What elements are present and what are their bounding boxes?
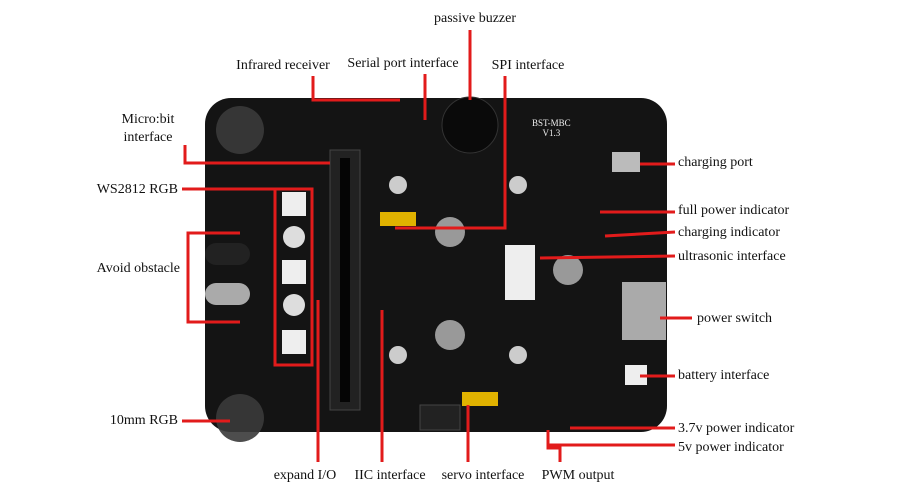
yellow-headers <box>380 212 416 226</box>
power-switch <box>622 282 666 340</box>
leader-charging-ind <box>604 230 676 238</box>
pcb-board <box>205 98 667 432</box>
leader-ws2812 <box>182 187 314 367</box>
rgb-led-10mm-top <box>216 106 264 154</box>
label-battery: battery interface <box>678 368 770 383</box>
label-serial-port: Serial port interface <box>347 56 459 71</box>
ultrasonic-header <box>505 245 535 300</box>
label-avoid-obstacle: Avoid obstacle <box>96 261 180 276</box>
ir-sensor-2 <box>205 283 250 305</box>
leader-infrared <box>311 76 400 102</box>
ir-sensor-1 <box>205 243 250 265</box>
label-microbit-2: interface <box>123 130 173 145</box>
label-servo: servo interface <box>441 468 525 483</box>
label-ws2812: WS2812 RGB <box>96 182 178 197</box>
board-model: BST-MBC <box>532 118 571 128</box>
label-charging-port: charging port <box>678 155 753 170</box>
label-infrared-receiver: Infrared receiver <box>236 58 330 73</box>
label-expand-io: expand I/O <box>273 468 337 483</box>
passive-buzzer <box>441 96 499 154</box>
label-37v: 3.7v power indicator <box>678 421 795 436</box>
leader-ultrasonic <box>539 254 676 260</box>
leader-avoid <box>186 231 240 324</box>
label-passive-buzzer: passive buzzer <box>433 11 517 26</box>
label-10mm-rgb: 10mm RGB <box>109 413 178 428</box>
label-pwm: PWM output <box>541 468 615 483</box>
rgb-led-10mm-bottom <box>216 394 264 442</box>
label-spi: SPI interface <box>491 58 565 73</box>
label-power-switch: power switch <box>697 311 773 326</box>
label-5v: 5v power indicator <box>678 440 784 455</box>
label-microbit-1: Micro:bit <box>121 112 175 127</box>
label-full-power: full power indicator <box>678 203 790 218</box>
leader-lines <box>182 30 692 462</box>
label-ultrasonic: ultrasonic interface <box>678 249 786 264</box>
charging-usb <box>612 152 640 172</box>
leader-5v <box>546 437 675 447</box>
label-iic: IIC interface <box>354 468 426 483</box>
label-charging-indicator: charging indicator <box>678 225 780 240</box>
leader-microbit <box>183 145 330 165</box>
ws2812-column <box>282 192 306 354</box>
board-version: V1.3 <box>542 128 561 138</box>
battery-connector <box>625 365 647 385</box>
leader-spi <box>395 76 507 230</box>
servo-headers <box>462 392 498 406</box>
